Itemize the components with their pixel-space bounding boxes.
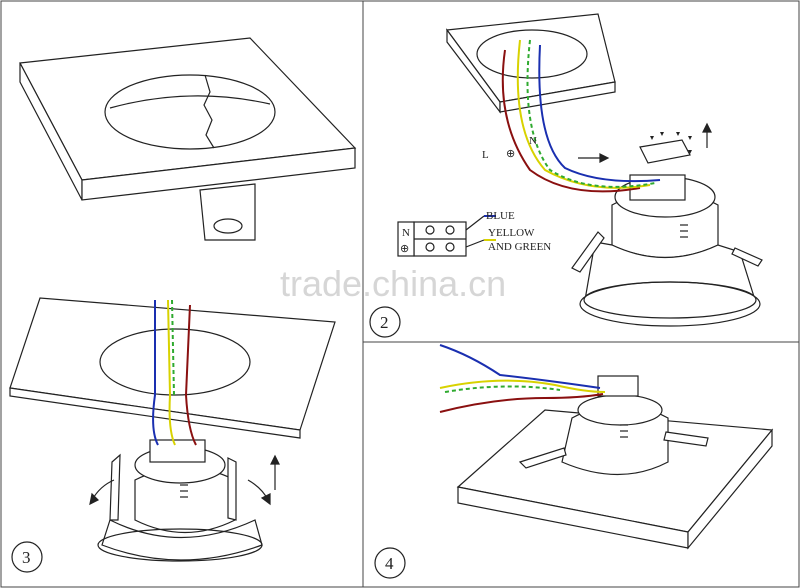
legend-and-green: AND GREEN xyxy=(488,241,551,253)
wire-label-neutral: N xyxy=(529,135,537,147)
earth-symbol: ⊕ xyxy=(506,148,515,160)
legend-blue: BLUE xyxy=(486,210,515,222)
watermark: trade.china.cn xyxy=(280,263,506,304)
panel-3-wires xyxy=(152,299,197,446)
terminal-mark-n: N xyxy=(402,227,410,239)
step-number-4: 4 xyxy=(385,554,394,573)
wire-label-live: L xyxy=(482,149,489,161)
terminal-mark-earth: ⊕ xyxy=(400,243,409,255)
legend-yellow: YELLOW xyxy=(488,227,535,239)
panel-2-wires xyxy=(484,39,661,241)
panel-1-ceiling xyxy=(19,37,357,241)
step-number-3: 3 xyxy=(22,548,31,567)
panel-2-wiring xyxy=(369,13,763,338)
step-number-2: 2 xyxy=(380,313,389,332)
panel-4-wires xyxy=(439,344,606,413)
bracket-hole xyxy=(213,218,243,234)
panel-4-installed xyxy=(374,375,774,579)
